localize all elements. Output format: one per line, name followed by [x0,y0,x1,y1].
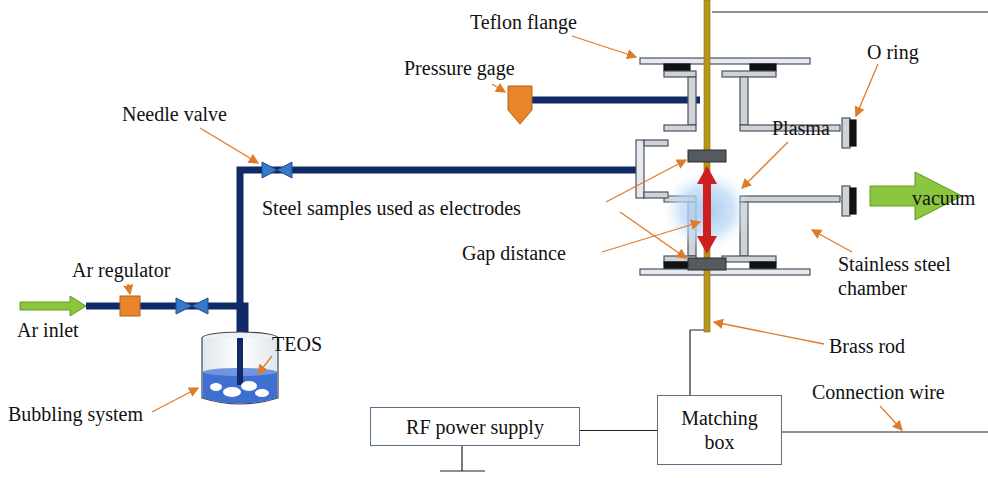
part-label: Plasma [772,116,830,140]
part-label: O ring [867,40,919,64]
needle-valve [262,162,292,178]
equipment-box: RF power supply [370,407,580,446]
connection-wire [580,430,657,431]
part-label: Pressure gage [404,56,515,80]
electrode [688,258,726,270]
box-text: RF power supply [406,415,544,439]
equipment-box: Matching box [657,395,782,465]
gap-arrow [697,166,717,254]
ar-regulator [120,296,140,316]
part-label: Ar inlet [17,318,79,342]
gas-pipe [86,100,700,360]
inlet-arrow [20,296,86,316]
valve [176,298,208,314]
leader-line [128,36,902,430]
bubbling-vessel [202,332,278,404]
part-label: TEOS [272,332,322,356]
part-label: Needle valve [122,102,227,126]
box-text: Matching box [666,406,773,454]
frame-wire [440,12,988,471]
part-label: Bubbling system [8,402,143,426]
part-label: Connection wire [812,380,945,404]
part-label: Brass rod [829,334,905,358]
stainless-chamber [636,58,856,275]
part-label: Ar regulator [72,258,170,282]
part-label: Steel samples used as electrodes [262,196,521,220]
pressure-gage [508,86,532,124]
electrode [688,150,726,162]
part-label: Gap distance [462,241,566,265]
part-label: vacuum [912,186,975,210]
part-label: Stainless steel chamber [838,252,978,300]
part-label: Teflon flange [470,10,577,34]
